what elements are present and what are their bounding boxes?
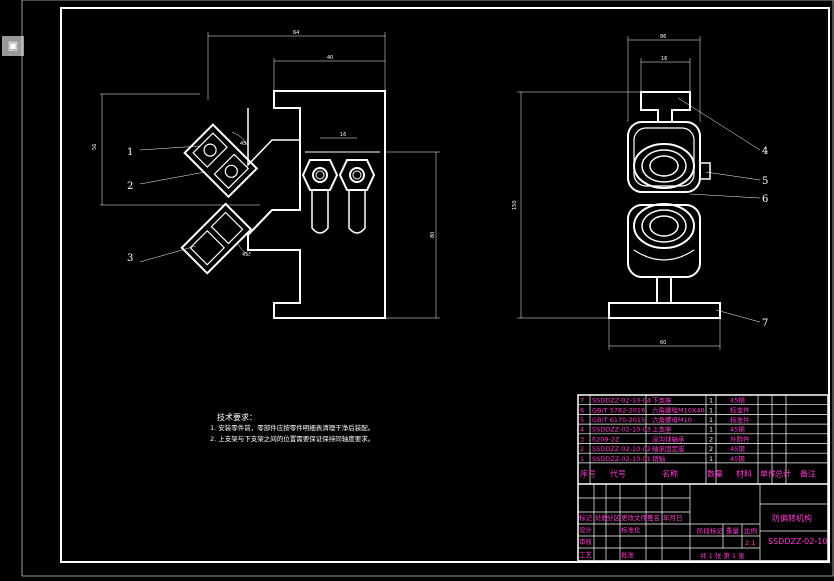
- tb-change-doc: 更改文件号: [621, 513, 654, 522]
- parts-header: 代号: [610, 468, 626, 478]
- parts-row-index: 4: [580, 426, 584, 434]
- parts-row-qty: 1: [709, 426, 713, 434]
- dim-right-base: 60: [660, 340, 666, 346]
- drawing-title: 防偏转机构: [772, 513, 812, 523]
- dim-angle-lower: 45°: [242, 252, 251, 258]
- tech-item-1: 1. 安装零件前，零部件应按零件明细表清理干净后装配。: [210, 423, 374, 432]
- parts-header: 名称: [662, 468, 678, 478]
- callout-6: 6: [762, 194, 768, 205]
- parts-row-code: SSDDZZ-02-10-02: [592, 445, 651, 453]
- tb-approve: 批准: [621, 550, 635, 559]
- layout-icon: ▣: [7, 39, 19, 52]
- dim-right-height: 80: [430, 232, 436, 238]
- parts-row-qty: 2: [709, 435, 713, 443]
- parts-row-material: 45钢: [730, 445, 745, 453]
- tech-item-2: 2. 上支架与下支架之间的位置需要保证保持同轴度要求。: [210, 434, 374, 443]
- dim-right-height: 150: [512, 200, 518, 210]
- parts-row-code: SSDDZZ-02-10-03: [592, 426, 651, 434]
- callout-3: 3: [127, 253, 133, 264]
- parts-row-code: SSDDZZ-02-10-01: [592, 455, 651, 463]
- parts-header: 数量: [707, 468, 723, 478]
- side-view: [608, 91, 721, 319]
- parts-row-material: 45钢: [730, 397, 745, 405]
- dim-top-overall: 64: [293, 30, 299, 36]
- parts-row-name: 轴承固定座: [652, 444, 685, 453]
- parts-row-name: 深沟球轴承: [652, 434, 685, 443]
- parts-row-name: 上支座: [652, 425, 672, 434]
- parts-row-code: GB/T 5782-2016: [592, 406, 645, 414]
- tb-review: 审核: [579, 537, 593, 546]
- parts-header: 备注: [800, 468, 816, 478]
- parts-list: [577, 394, 829, 562]
- tb-weight: 重量: [726, 527, 740, 535]
- layout-button[interactable]: ▣: [2, 36, 24, 56]
- callout-7: 7: [762, 318, 768, 329]
- parts-row-index: 2: [580, 445, 584, 453]
- parts-row-code: 6209-2Z: [592, 435, 620, 443]
- title-block: 防偏转机构 SSDDZZ-02-10 标记 处数 分区 更改文件号 签名 年月日…: [578, 483, 828, 561]
- tb-mark: 标记: [579, 513, 593, 522]
- tb-count: 处数: [595, 513, 609, 522]
- parts-row-index: 3: [580, 435, 584, 443]
- dim-right-stem: 16: [661, 56, 667, 62]
- tb-date: 年月日: [663, 513, 683, 522]
- parts-row-material: 标准件: [730, 405, 750, 414]
- parts-row-name: 销轴: [652, 454, 666, 463]
- parts-header: 材料: [736, 468, 752, 478]
- dim-slot-spacing: 16: [340, 132, 346, 138]
- parts-row-qty: 1: [709, 455, 713, 463]
- outer-frame: [21, 0, 834, 577]
- parts-header: 序号: [580, 468, 596, 478]
- parts-row-name: 下支座: [652, 396, 672, 405]
- parts-row-material: 45钢: [730, 426, 745, 434]
- parts-row-index: 5: [580, 416, 584, 424]
- parts-row-qty: 1: [709, 416, 713, 424]
- parts-row-code: GB/T 6170-2015: [592, 416, 645, 424]
- callout-4: 4: [762, 146, 768, 157]
- parts-row-qty: 2: [709, 445, 713, 453]
- parts-row-name: 六角螺栓M10X40: [652, 405, 705, 414]
- dim-top-inner: 40: [327, 55, 333, 61]
- parts-row-material: 外购件: [730, 434, 750, 443]
- parts-row-index: 1: [580, 455, 584, 463]
- dim-angle-upper: 45°: [240, 141, 249, 147]
- parts-header: 总计: [775, 468, 791, 478]
- tb-sheets: 共 1 张 第 1 张: [700, 551, 745, 560]
- inner-frame: [60, 7, 830, 563]
- tb-standardize: 标准化: [621, 525, 641, 534]
- dim-left-height: 56: [92, 144, 98, 150]
- parts-row-material: 45钢: [730, 455, 745, 463]
- parts-row-material: 标准件: [730, 415, 750, 424]
- tb-scale: 2:1: [745, 539, 755, 547]
- callout-5: 5: [762, 176, 768, 187]
- tb-process: 工艺: [579, 551, 593, 559]
- parts-header: 单件: [760, 468, 776, 478]
- tb-signature: 签名: [647, 513, 660, 522]
- tech-title: 技术要求：: [217, 412, 257, 422]
- parts-row-index: 7: [580, 397, 584, 405]
- tb-ratio: 比例: [744, 526, 757, 535]
- parts-row-index: 6: [580, 406, 584, 414]
- parts-row-qty: 1: [709, 397, 713, 405]
- tb-stage-mark: 阶段标记: [697, 526, 724, 535]
- parts-row-code: SSDDZZ-02-10-04: [592, 397, 651, 405]
- callout-1: 1: [127, 147, 133, 158]
- front-view: [180, 90, 386, 319]
- dim-right-width: 86: [660, 34, 666, 40]
- parts-row-name: 六角螺母M10: [652, 415, 692, 424]
- tb-designer: 设计: [579, 525, 593, 534]
- tb-zone: 分区: [607, 513, 621, 522]
- drawing-number: SSDDZZ-02-10: [768, 537, 827, 546]
- parts-row-qty: 1: [709, 406, 713, 414]
- callout-2: 2: [127, 181, 133, 192]
